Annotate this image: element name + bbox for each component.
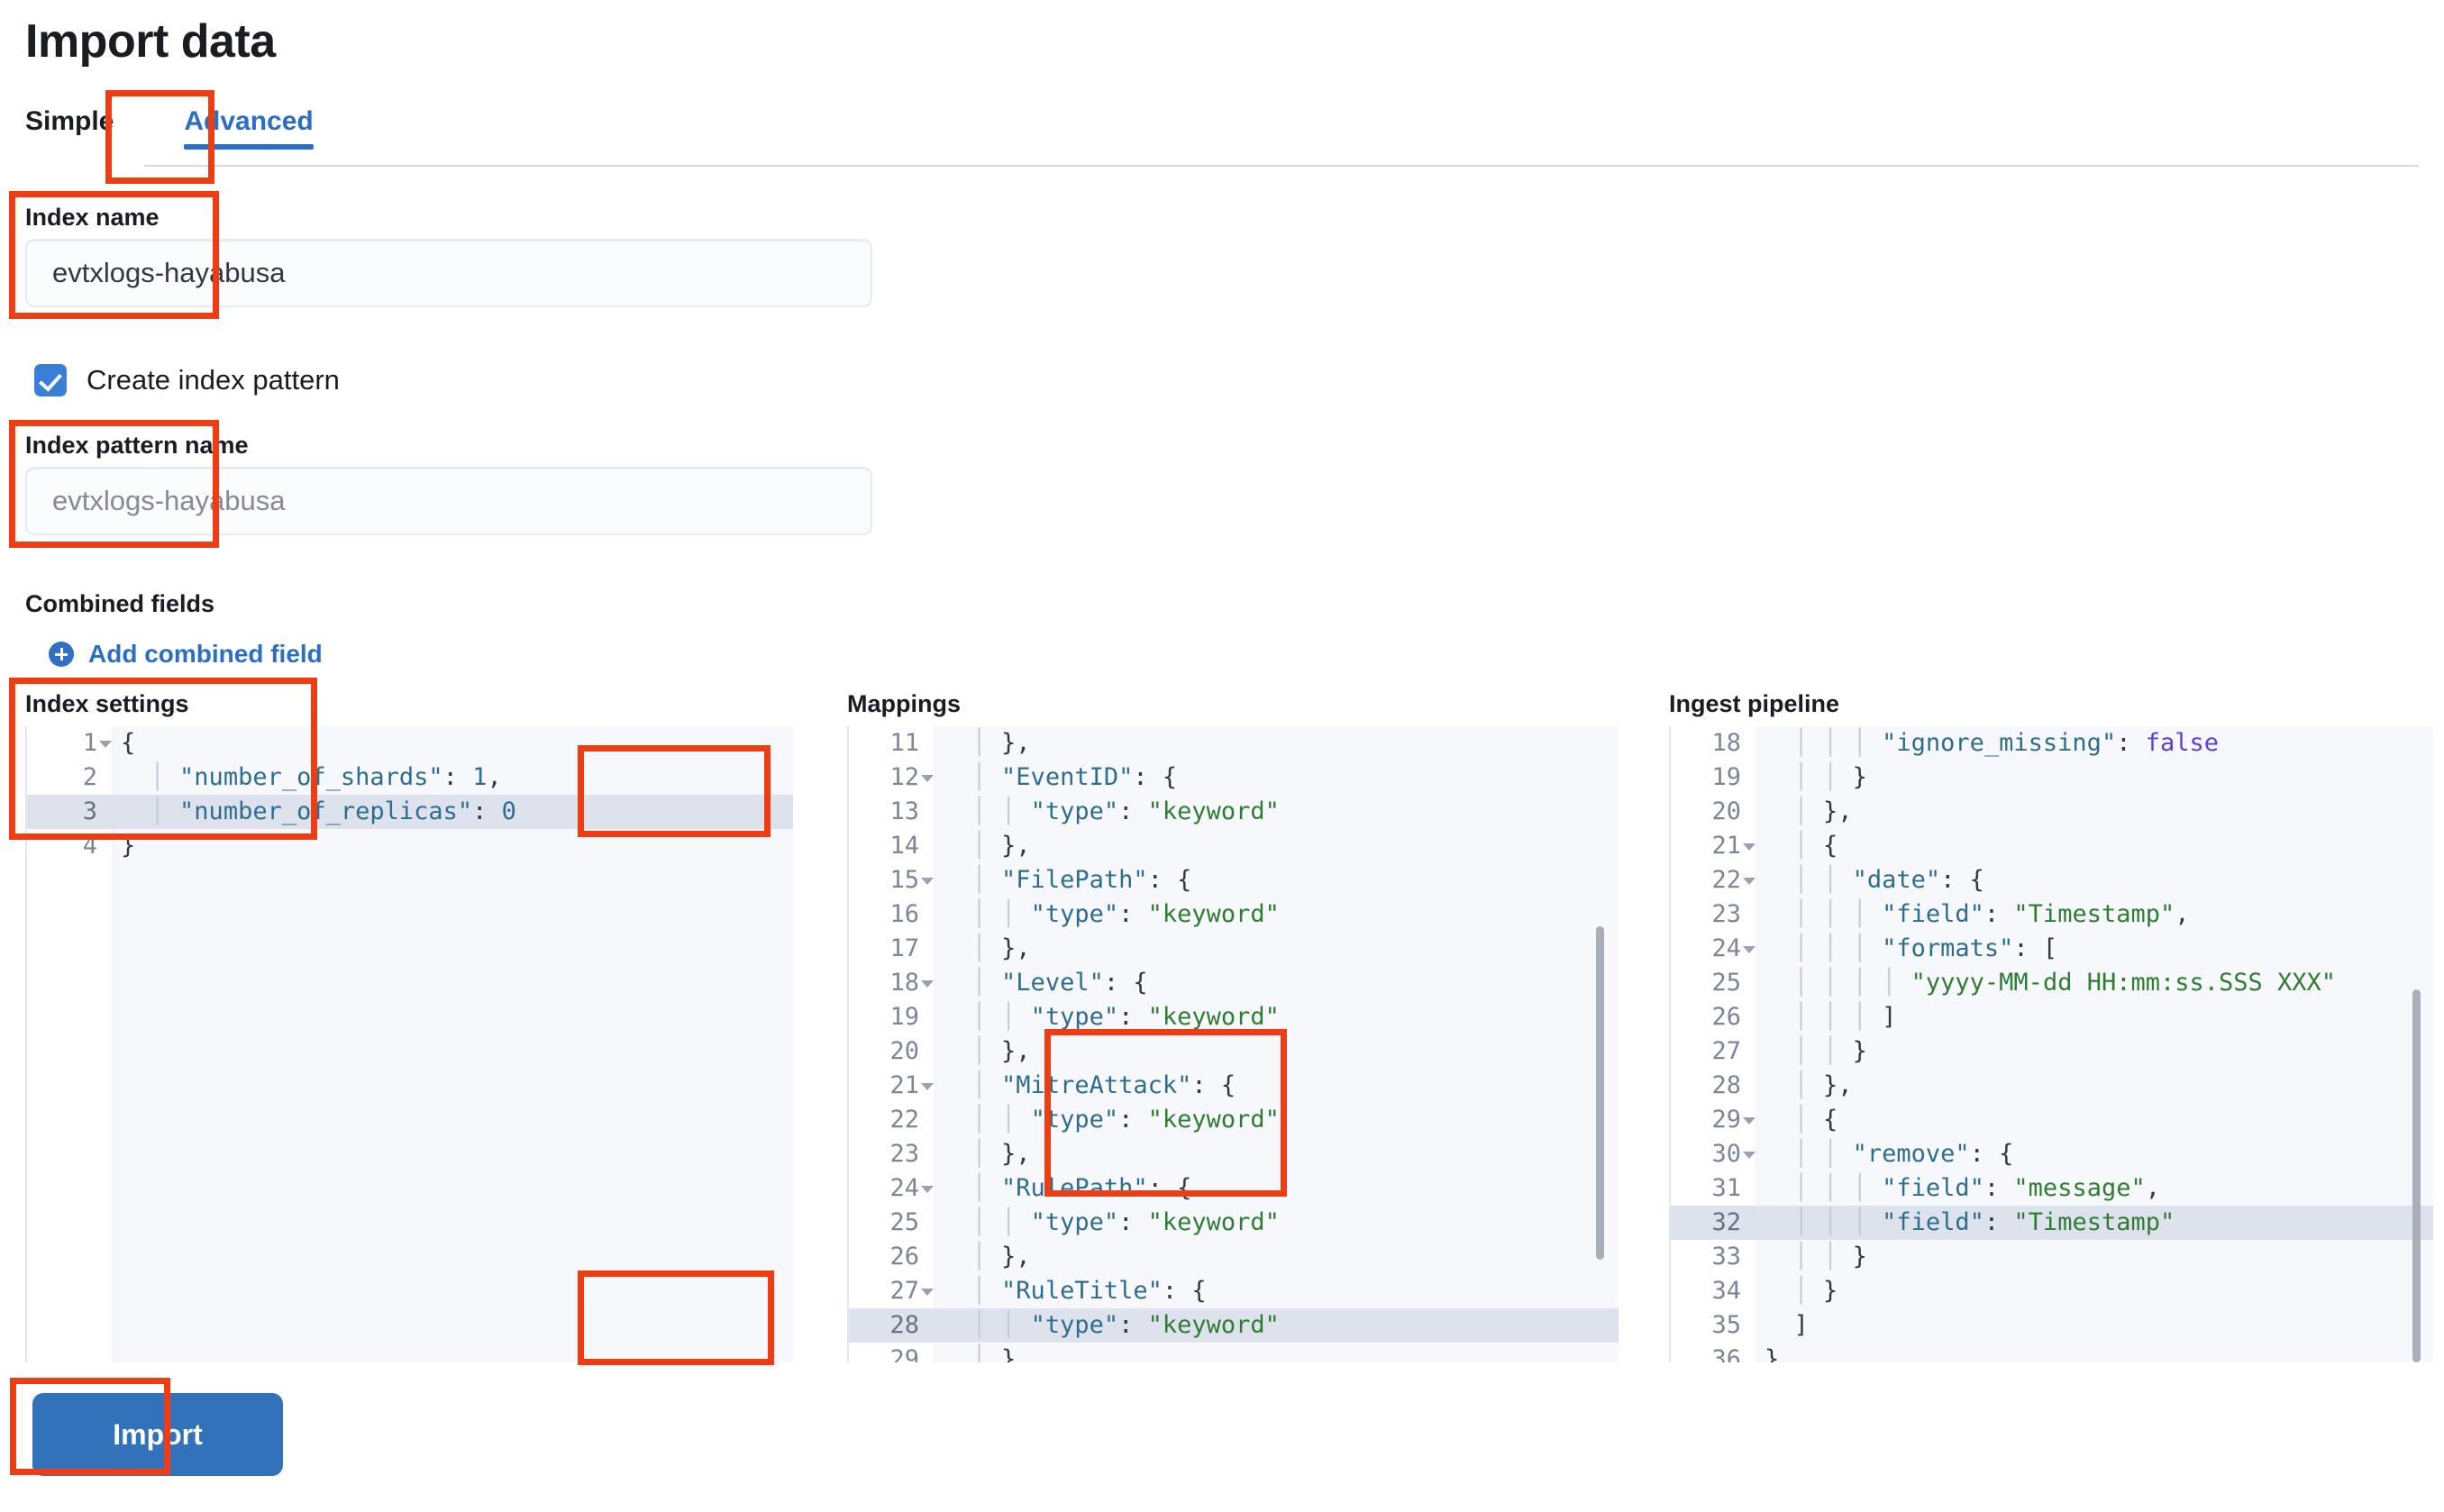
- combined-fields-title: Combined fields: [25, 590, 215, 617]
- mappings-code: 11 │ }, 12 │ "EventID": { 13 │ │ "type": "…: [849, 726, 1619, 1362]
- code-line: 25 │ │ "type": "keyword": [889, 1208, 1280, 1236]
- fold-arrow-icon[interactable]: [1743, 843, 1755, 851]
- code-line: 21 │ {: [1711, 832, 1838, 860]
- index-pattern-name-label: Index pattern name: [25, 432, 249, 459]
- code-line: 2 │ "number_of_shards": 1,: [82, 763, 502, 791]
- code-line: 14 │ },: [889, 832, 1031, 860]
- code-line: 36}: [1711, 1345, 1780, 1362]
- index-name-input[interactable]: evtxlogs-hayabusa: [25, 239, 872, 307]
- code-line: 33 │ │ }: [1711, 1243, 1867, 1271]
- fold-arrow-icon[interactable]: [1743, 946, 1755, 953]
- index-name-label: Index name: [25, 204, 160, 231]
- code-line: 19 │ │ "type": "keyword": [889, 1003, 1280, 1031]
- import-button[interactable]: Import: [32, 1393, 283, 1476]
- fold-arrow-icon[interactable]: [921, 980, 934, 988]
- plus-circle-icon: [49, 642, 74, 667]
- code-line: 16 │ │ "type": "keyword": [889, 900, 1280, 928]
- tab-advanced[interactable]: Advanced: [151, 101, 343, 159]
- code-line: 12 │ "EventID": {: [889, 763, 1178, 791]
- code-line: 24 │ │ │ "formats": [: [1711, 934, 2058, 962]
- mappings-title: Mappings: [847, 690, 961, 717]
- mappings-editor[interactable]: 11 │ }, 12 │ "EventID": { 13 │ │ "type": "…: [847, 726, 1619, 1362]
- index-settings-editor[interactable]: 1{ 2 │ "number_of_shards": 1, 3 │ "number_…: [25, 726, 793, 1362]
- fold-arrow-icon[interactable]: [921, 1083, 934, 1090]
- code-line: 20 │ },: [1711, 797, 1853, 825]
- code-line: 22 │ │ "type": "keyword": [889, 1106, 1280, 1134]
- code-line: 28 │ },: [1711, 1071, 1853, 1099]
- create-index-pattern-checkbox-row[interactable]: Create index pattern: [34, 364, 340, 396]
- code-line: 18 │ "Level": {: [889, 969, 1148, 997]
- fold-arrow-icon[interactable]: [1743, 1152, 1755, 1159]
- code-line: 15 │ "FilePath": {: [889, 866, 1192, 894]
- code-line: 25 │ │ │ │ "yyyy-MM-dd HH:mm:ss.SSS XXX": [1711, 969, 2337, 997]
- code-line: 34 │ }: [1711, 1277, 1838, 1305]
- code-line: 3 │ "number_of_replicas": 0: [27, 795, 793, 829]
- code-line: 21 │ "MitreAttack": {: [889, 1071, 1236, 1099]
- code-line: 13 │ │ "type": "keyword": [889, 797, 1280, 825]
- code-line: 19 │ │ }: [1711, 763, 1867, 791]
- code-line: 32 │ │ │ "field": "Timestamp": [1671, 1206, 2433, 1240]
- code-line: 23 │ },: [889, 1140, 1031, 1168]
- fold-arrow-icon[interactable]: [921, 1186, 934, 1193]
- index-settings-title: Index settings: [25, 690, 189, 717]
- mappings-scrollbar[interactable]: [1596, 926, 1604, 1260]
- code-line: 4}: [82, 832, 136, 860]
- code-line: 28 │ │ "type": "keyword": [849, 1308, 1619, 1343]
- add-combined-field-label: Add combined field: [88, 640, 323, 668]
- gutter-background: [849, 726, 935, 1362]
- tab-simple[interactable]: Simple: [25, 106, 114, 136]
- create-index-pattern-label: Create index pattern: [87, 364, 340, 396]
- page-title: Import data: [25, 15, 276, 68]
- code-line: 11 │ },: [889, 729, 1031, 757]
- fold-arrow-icon[interactable]: [921, 1289, 934, 1296]
- code-line: 35 ]: [1711, 1311, 1809, 1339]
- ingest-pipeline-scrollbar[interactable]: [2412, 989, 2421, 1362]
- ingest-pipeline-editor[interactable]: 18 │ │ │ "ignore_missing": false 19 │ │ }…: [1669, 726, 2433, 1362]
- add-combined-field-link[interactable]: Add combined field: [49, 640, 323, 669]
- code-line: 29 │ },: [889, 1345, 1031, 1362]
- code-line: 27 │ "RuleTitle": {: [889, 1277, 1207, 1305]
- code-line: 24 │ "RulePath": {: [889, 1174, 1192, 1202]
- code-line: 27 │ │ }: [1711, 1037, 1867, 1065]
- ingest-pipeline-title: Ingest pipeline: [1669, 690, 1840, 717]
- code-line: 23 │ │ │ "field": "Timestamp",: [1711, 900, 2190, 928]
- code-line: 20 │ },: [889, 1037, 1031, 1065]
- code-line: 22 │ │ "date": {: [1711, 866, 1984, 894]
- checkbox-checked-icon[interactable]: [34, 364, 67, 396]
- fold-arrow-icon[interactable]: [1743, 878, 1755, 885]
- code-line: 31 │ │ │ "field": "message",: [1711, 1174, 2160, 1202]
- index-settings-code: 1{ 2 │ "number_of_shards": 1, 3 │ "number_…: [27, 726, 793, 863]
- fold-arrow-icon[interactable]: [99, 741, 112, 748]
- tab-bar: Simple Advanced: [25, 101, 344, 159]
- ingest-pipeline-code: 18 │ │ │ "ignore_missing": false 19 │ │ }…: [1671, 726, 2433, 1362]
- code-line: 26 │ },: [889, 1243, 1031, 1271]
- fold-arrow-icon[interactable]: [921, 775, 934, 782]
- fold-arrow-icon[interactable]: [921, 878, 934, 885]
- fold-arrow-icon[interactable]: [1743, 1117, 1755, 1125]
- gutter-background: [27, 726, 114, 1362]
- gutter-background: [1671, 726, 1757, 1362]
- code-line: 1{: [82, 729, 136, 757]
- code-line: 30 │ │ "remove": {: [1711, 1140, 2014, 1168]
- index-pattern-name-input[interactable]: evtxlogs-hayabusa: [25, 467, 872, 535]
- code-line: 17 │ },: [889, 934, 1031, 962]
- code-line: 18 │ │ │ "ignore_missing": false: [1711, 729, 2219, 757]
- code-line: 29 │ {: [1711, 1106, 1838, 1134]
- code-line: 26 │ │ │ ]: [1711, 1003, 1897, 1031]
- tab-divider: [144, 165, 2419, 167]
